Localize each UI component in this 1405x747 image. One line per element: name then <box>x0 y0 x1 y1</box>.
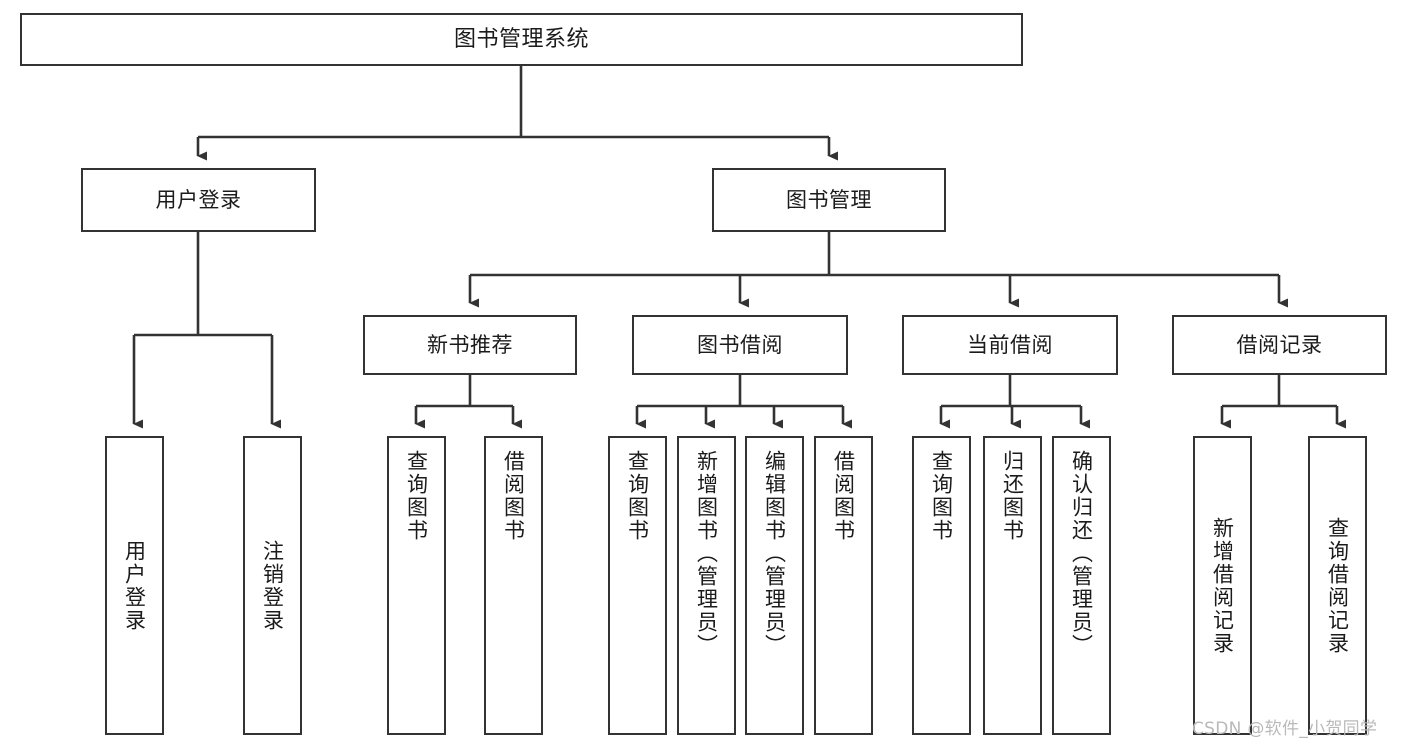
node-current-borrow-label: 当前借阅 <box>967 332 1053 357</box>
node-current-borrow[interactable]: 当前借阅 <box>902 315 1118 375</box>
node-user-login-label: 用户登录 <box>155 187 242 212</box>
node-leaf-query-book-1-label: 查询图书 <box>404 450 429 542</box>
node-leaf-borrow-book-2-label: 借阅图书 <box>831 450 856 542</box>
node-leaf-borrow-book-1[interactable]: 借阅图书 <box>484 436 543 735</box>
node-user-login[interactable]: 用户登录 <box>81 168 316 232</box>
node-leaf-add-book-admin[interactable]: 新增图书（管理员） <box>677 436 736 735</box>
node-book-manage[interactable]: 图书管理 <box>712 168 946 232</box>
node-leaf-confirm-return-admin-label: 确认归还（管理员） <box>1069 450 1094 657</box>
node-leaf-user-login-label: 用户登录 <box>122 539 147 632</box>
node-new-book-recommend[interactable]: 新书推荐 <box>363 315 577 375</box>
node-leaf-edit-book-admin-label: 编辑图书（管理员） <box>762 450 787 657</box>
node-book-manage-label: 图书管理 <box>786 187 872 212</box>
node-leaf-query-book-1[interactable]: 查询图书 <box>387 436 446 735</box>
node-leaf-query-borrow-record-label: 查询借阅记录 <box>1325 516 1350 655</box>
node-borrow-record[interactable]: 借阅记录 <box>1172 315 1387 375</box>
node-book-borrow-label: 图书借阅 <box>697 332 783 357</box>
node-leaf-return-book[interactable]: 归还图书 <box>983 436 1042 735</box>
node-leaf-user-logout[interactable]: 注销登录 <box>243 436 302 735</box>
node-leaf-add-book-admin-label: 新增图书（管理员） <box>694 450 719 657</box>
node-book-borrow[interactable]: 图书借阅 <box>632 315 848 375</box>
node-leaf-confirm-return-admin[interactable]: 确认归还（管理员） <box>1052 436 1111 735</box>
node-leaf-borrow-book-1-label: 借阅图书 <box>501 450 526 542</box>
node-leaf-query-borrow-record[interactable]: 查询借阅记录 <box>1308 436 1367 735</box>
node-leaf-edit-book-admin[interactable]: 编辑图书（管理员） <box>745 436 804 735</box>
node-leaf-user-logout-label: 注销登录 <box>260 539 285 632</box>
node-root[interactable]: 图书管理系统 <box>20 13 1023 66</box>
node-leaf-borrow-book-2[interactable]: 借阅图书 <box>814 436 873 735</box>
node-leaf-query-book-2[interactable]: 查询图书 <box>608 436 667 735</box>
node-borrow-record-label: 借阅记录 <box>1236 332 1323 357</box>
node-leaf-query-book-3-label: 查询图书 <box>929 450 954 542</box>
node-leaf-return-book-label: 归还图书 <box>1000 450 1025 542</box>
node-leaf-query-book-2-label: 查询图书 <box>625 450 650 542</box>
node-leaf-add-borrow-record-label: 新增借阅记录 <box>1210 516 1235 655</box>
watermark-text: CSDN @软件_小贺同学 <box>1192 719 1378 739</box>
node-new-book-recommend-label: 新书推荐 <box>427 332 513 357</box>
node-leaf-query-book-3[interactable]: 查询图书 <box>912 436 971 735</box>
node-leaf-user-login[interactable]: 用户登录 <box>105 436 164 735</box>
node-root-label: 图书管理系统 <box>453 26 589 52</box>
node-leaf-add-borrow-record[interactable]: 新增借阅记录 <box>1193 436 1252 735</box>
